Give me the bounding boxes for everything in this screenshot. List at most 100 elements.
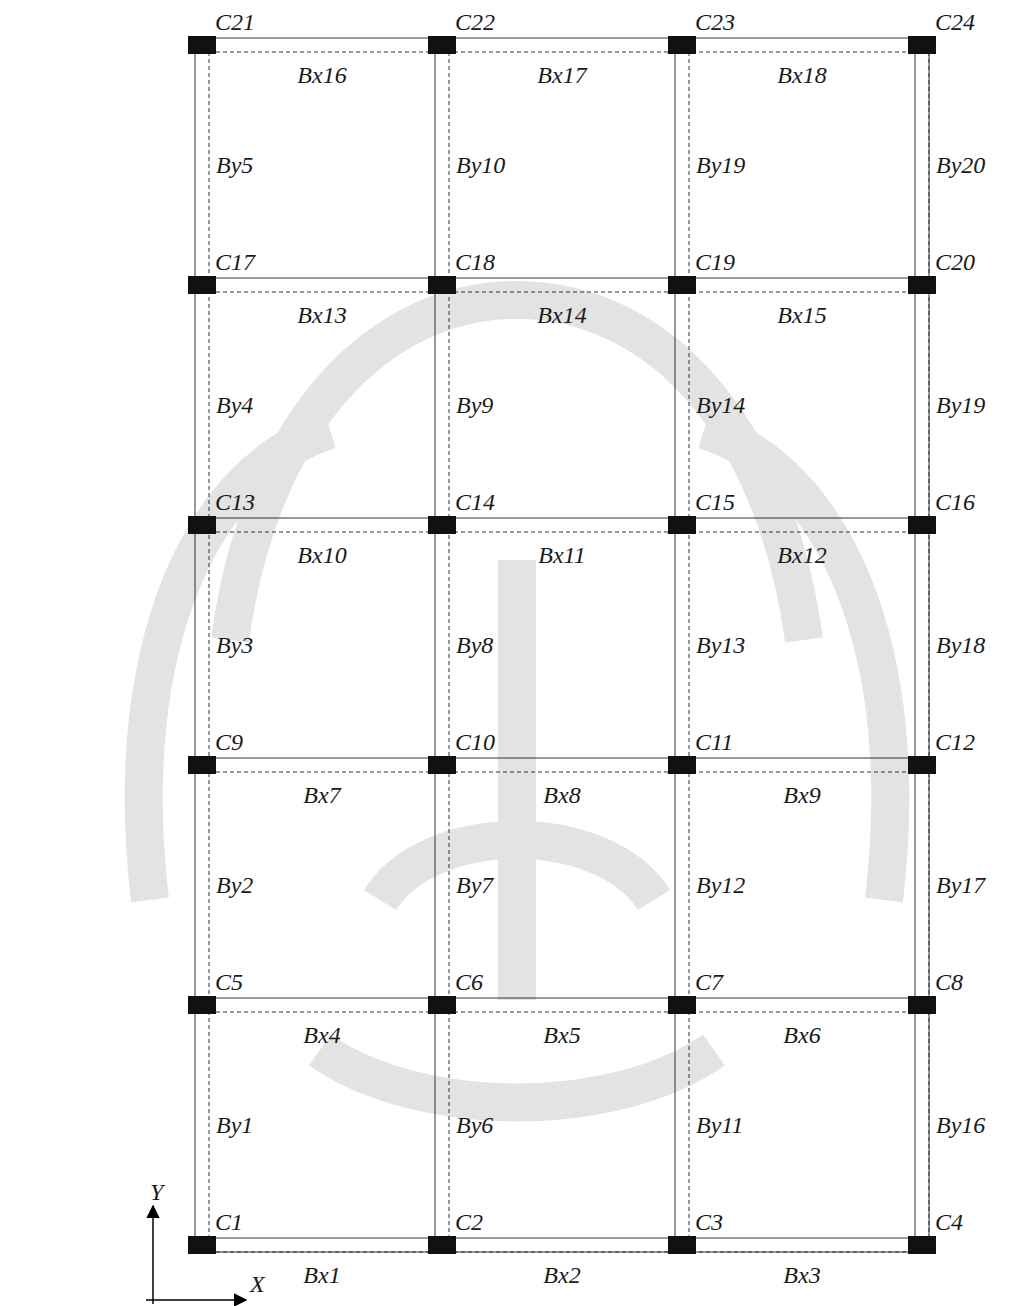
watermark — [144, 300, 891, 1103]
column-label: C9 — [215, 730, 243, 754]
column-label: C19 — [695, 250, 735, 274]
beam-label: Bx8 — [543, 783, 580, 807]
column-section — [188, 516, 216, 534]
beam-label: By1 — [216, 1113, 253, 1137]
beam-line — [209, 52, 210, 1238]
beam-line — [195, 38, 196, 1252]
column-label: C3 — [695, 1210, 723, 1234]
beam-label: Bx15 — [777, 303, 826, 327]
beam-line — [209, 292, 915, 293]
column-label: C16 — [935, 490, 975, 514]
column-section — [668, 756, 696, 774]
column-section — [668, 36, 696, 54]
beam-label: Bx7 — [303, 783, 340, 807]
beam-label: By20 — [936, 153, 985, 177]
column-section — [668, 996, 696, 1014]
beam-line — [929, 38, 930, 1252]
column-section — [668, 1236, 696, 1254]
column-section — [908, 996, 936, 1014]
beam-label: By11 — [696, 1113, 744, 1137]
beam-label: By2 — [216, 873, 253, 897]
column-section — [428, 1236, 456, 1254]
axes — [146, 1206, 246, 1304]
column-label: C18 — [455, 250, 495, 274]
column-label: C15 — [695, 490, 735, 514]
column-section — [428, 756, 456, 774]
beam-label: Bx6 — [783, 1023, 820, 1047]
beam-line — [449, 52, 450, 1238]
beam-label: By8 — [456, 633, 493, 657]
beam-label: By14 — [696, 393, 745, 417]
column-section — [668, 516, 696, 534]
beam-label: By7 — [456, 873, 493, 897]
beam-label: By12 — [696, 873, 745, 897]
beam-line — [195, 758, 929, 759]
beam-line — [675, 38, 676, 1252]
beam-label: By4 — [216, 393, 253, 417]
column-label: C7 — [695, 970, 723, 994]
beam-line — [209, 52, 915, 53]
column-section — [908, 516, 936, 534]
beam-line — [195, 38, 929, 39]
column-section — [908, 1236, 936, 1254]
beam-label: Bx9 — [783, 783, 820, 807]
beam-label: By17 — [936, 873, 985, 897]
column-label: C21 — [215, 10, 255, 34]
beam-label: Bx11 — [538, 543, 586, 567]
beam-label: By13 — [696, 633, 745, 657]
column-section — [908, 276, 936, 294]
column-label: C2 — [455, 1210, 483, 1234]
beam-line — [209, 1012, 915, 1013]
beam-label: By18 — [936, 633, 985, 657]
column-label: C20 — [935, 250, 975, 274]
beam-label: Bx14 — [537, 303, 586, 327]
column-section — [188, 996, 216, 1014]
column-section — [428, 36, 456, 54]
beam-label: By3 — [216, 633, 253, 657]
column-section — [428, 276, 456, 294]
beam-line — [915, 38, 916, 1252]
column-label: C22 — [455, 10, 495, 34]
beam-label: Bx4 — [303, 1023, 340, 1047]
column-label: C13 — [215, 490, 255, 514]
column-section — [908, 756, 936, 774]
beam-line — [689, 52, 690, 1238]
beam-line — [195, 278, 929, 279]
column-label: C12 — [935, 730, 975, 754]
beam-label: By5 — [216, 153, 253, 177]
beam-label: Bx2 — [543, 1263, 580, 1287]
beam-label: By10 — [456, 153, 505, 177]
beam-line — [195, 1252, 929, 1253]
column-label: C6 — [455, 970, 483, 994]
column-label: C5 — [215, 970, 243, 994]
beam-label: Bx3 — [783, 1263, 820, 1287]
column-section — [188, 276, 216, 294]
column-section — [428, 516, 456, 534]
column-section — [428, 996, 456, 1014]
column-label: C23 — [695, 10, 735, 34]
beam-label: By19 — [696, 153, 745, 177]
beam-label: Bx17 — [537, 63, 586, 87]
beam-label: By9 — [456, 393, 493, 417]
beam-label: By16 — [936, 1113, 985, 1137]
column-section — [668, 276, 696, 294]
axis-label: Y — [150, 1180, 163, 1204]
beam-line — [209, 772, 915, 773]
column-label: C8 — [935, 970, 963, 994]
axis-label: X — [250, 1272, 265, 1296]
column-section — [188, 1236, 216, 1254]
column-label: C10 — [455, 730, 495, 754]
beam-label: Bx1 — [303, 1263, 340, 1287]
column-label: C11 — [695, 730, 733, 754]
column-label: C4 — [935, 1210, 963, 1234]
beam-label: Bx5 — [543, 1023, 580, 1047]
column-section — [908, 36, 936, 54]
column-label: C24 — [935, 10, 975, 34]
column-label: C14 — [455, 490, 495, 514]
columns — [188, 36, 936, 1254]
beam-label: By6 — [456, 1113, 493, 1137]
column-section — [188, 756, 216, 774]
column-label: C17 — [215, 250, 255, 274]
